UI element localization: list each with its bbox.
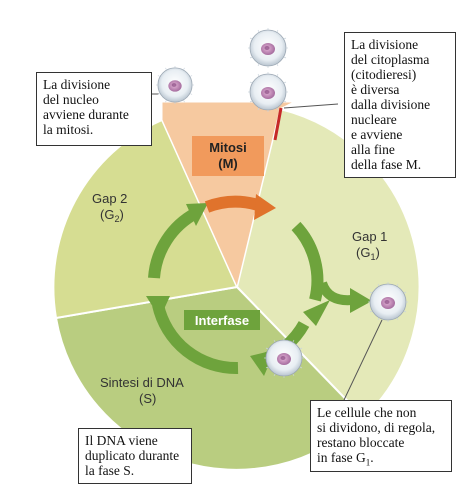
interfase-label-box	[184, 310, 260, 330]
sintesi-symbol: (S)	[139, 391, 156, 406]
segment-gap1	[235, 107, 421, 420]
gap2-symbol: (G2)	[100, 207, 124, 224]
mitosi-name: Mitosi	[209, 140, 247, 155]
mitosi-symbol: (M)	[218, 156, 238, 171]
mitosi-cytokinesis-marker	[273, 107, 283, 141]
interfase-name: Interfase	[195, 313, 249, 328]
g0-exit-arrow	[317, 281, 353, 306]
cell-image-nucleus	[156, 66, 194, 104]
callout-cytoplasm: La divisione del citoplasma (citodieresi…	[344, 32, 456, 178]
callout-nucleus: La divisione del nucleo avviene durante …	[36, 72, 152, 146]
cell-image-dividing-top	[248, 28, 288, 68]
gap2-name: Gap 2	[92, 191, 127, 206]
callout-g1-sub: 1	[365, 457, 371, 468]
mitosis-arrow	[204, 195, 260, 213]
gap1-name: Gap 1	[352, 229, 387, 244]
callout-g1: Le cellule che non si dividono, di regol…	[310, 400, 452, 472]
callout-dna: Il DNA viene duplicato durante la fase S…	[78, 428, 192, 484]
g0-exit-arrowhead	[350, 288, 372, 313]
sintesi-name: Sintesi di DNA	[100, 375, 184, 390]
callout-g1-text: Le cellule che non si dividono, di regol…	[317, 405, 436, 465]
callout-g1-end: .	[370, 450, 374, 465]
mitosis-arrowhead	[254, 194, 276, 220]
mitosi-label-box	[192, 136, 264, 176]
gap1-symbol: (G1)	[356, 245, 380, 262]
